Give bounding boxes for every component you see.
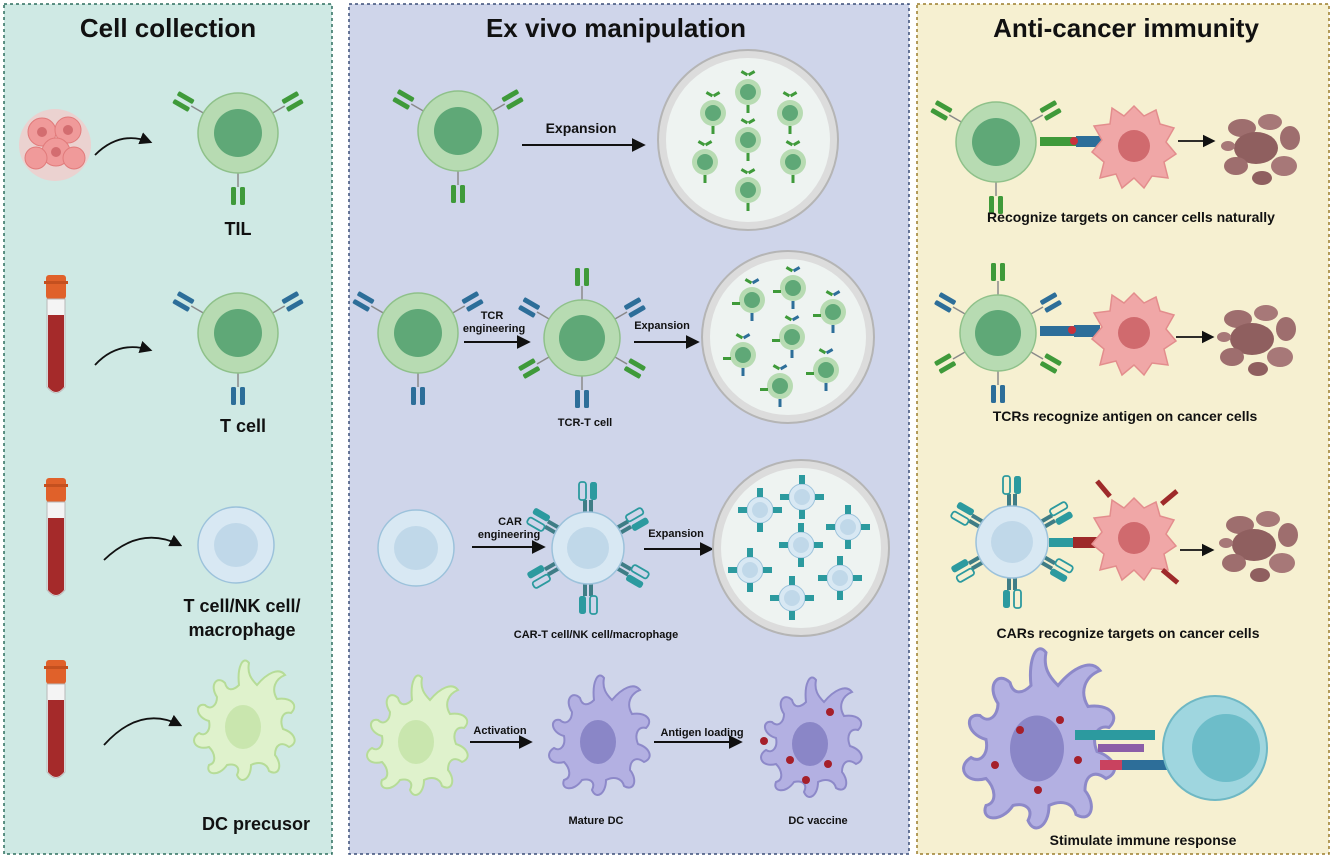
til-culture-dish	[657, 49, 839, 231]
cell-collection-panel: Cell collection TIL T cell T cell/NK cel…	[3, 3, 333, 855]
blood-tube-icon	[43, 274, 69, 394]
dc-precursor-label: DC precusor	[202, 814, 310, 834]
car-cell-label: CAR-T cell/NK cell/macrophage	[514, 629, 678, 641]
antigen-loading-label: Antigen loading	[660, 727, 743, 739]
immune-synapse	[1075, 730, 1168, 770]
arrow-blood-to-immune-cell	[103, 534, 183, 561]
tumor-tissue-icon	[19, 109, 91, 181]
car-binding	[1049, 537, 1103, 548]
tcr-effect-caption: TCRs recognize antigen on cancer cells	[993, 408, 1258, 424]
car-effect-caption: CARs recognize targets on cancer cells	[997, 625, 1260, 641]
ex-vivo-panel: Ex vivo manipulation Expansion TCR engin…	[348, 3, 910, 855]
cell-collection-title: Cell collection	[80, 13, 256, 43]
til-label: TIL	[225, 219, 252, 239]
blood-tube-icon	[43, 477, 69, 597]
anti-cancer-panel: Anti-cancer immunity Recognize targets o…	[916, 3, 1330, 855]
expansion-label-tcr: Expansion	[634, 320, 690, 332]
blood-tube-icon	[43, 659, 69, 779]
dc-vaccine-presenting-cell	[962, 647, 1117, 830]
arrow-tumor-to-til	[94, 132, 153, 156]
tcr-culture-dish	[701, 250, 875, 424]
dc-vaccine-label: DC vaccine	[788, 815, 847, 827]
immune-cell-input	[377, 509, 455, 587]
arrow-blood-to-dc-precursor	[103, 714, 183, 746]
car-target-antigens	[1095, 479, 1180, 585]
mature-dc-label: Mature DC	[568, 815, 623, 827]
immune-cell-label-line1: T cell/NK cell/	[183, 596, 300, 616]
til-effect-caption: Recognize targets on cancer cells natura…	[987, 209, 1275, 225]
tcr-engineering-label-line2: engineering	[463, 323, 525, 335]
tcr-t-cell-label: TCR-T cell	[558, 417, 612, 429]
expansion-label-til: Expansion	[546, 120, 617, 136]
ex-vivo-title: Ex vivo manipulation	[486, 13, 746, 43]
dc-vaccine-cell	[760, 676, 863, 798]
immune-cell-label-line2: macrophage	[188, 620, 295, 640]
car-engineering-label-line1: CAR	[498, 516, 522, 528]
activated-t-cell	[1162, 695, 1268, 801]
car-engineering-label-line2: engineering	[478, 529, 540, 541]
t-cell-label: T cell	[220, 416, 266, 436]
expansion-label-car: Expansion	[648, 528, 704, 540]
activation-label: Activation	[473, 725, 526, 737]
car-culture-dish	[712, 459, 890, 637]
arrow-blood-to-tcell	[94, 340, 153, 366]
tcr-engineering-label-line1: TCR	[481, 310, 504, 322]
receptor-binding	[1040, 136, 1106, 147]
immune-cell	[197, 506, 275, 584]
dc-effect-caption: Stimulate immune response	[1050, 832, 1237, 848]
tcr-binding	[1040, 325, 1100, 337]
anti-cancer-title: Anti-cancer immunity	[993, 13, 1259, 43]
